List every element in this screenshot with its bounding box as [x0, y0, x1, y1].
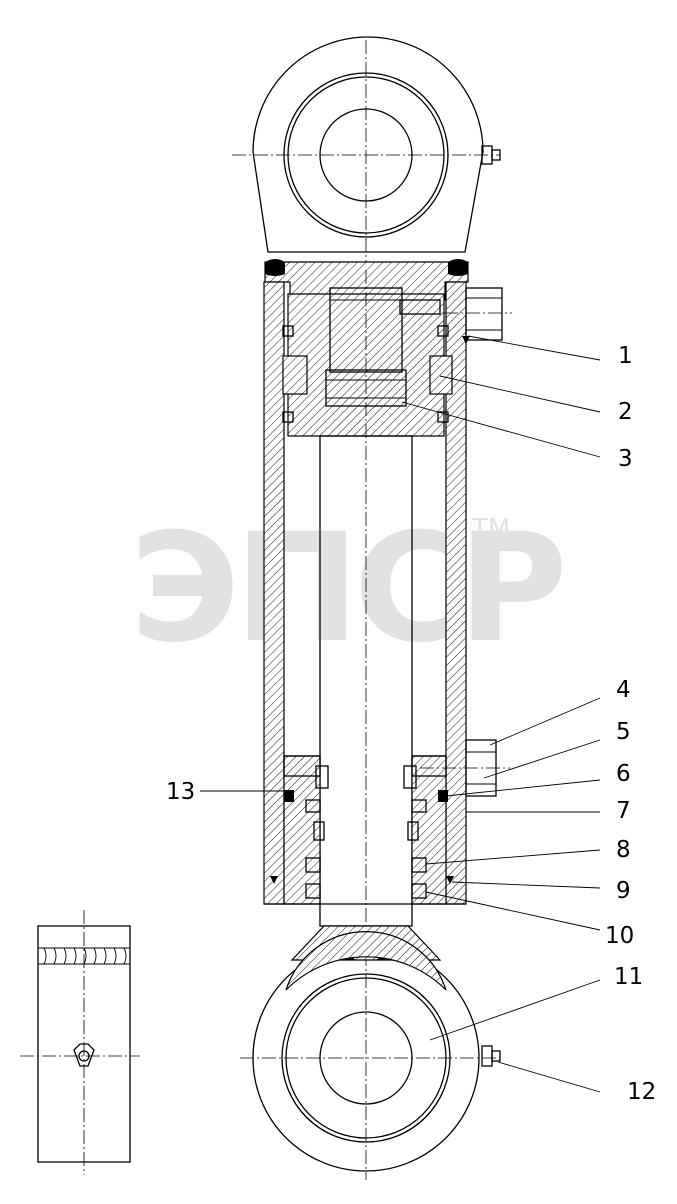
- callout-12: 12: [627, 1079, 656, 1105]
- top-eye: [232, 36, 501, 270]
- bottom-eye: [240, 925, 501, 1172]
- lower-port: [420, 739, 510, 797]
- callout-8: 8: [616, 837, 631, 863]
- callout-6: 6: [616, 761, 631, 787]
- callout-3: 3: [618, 446, 633, 472]
- piston: [282, 287, 453, 437]
- rod-gland: [264, 755, 466, 905]
- callout-7: 7: [616, 798, 631, 824]
- watermark-tm: TM: [471, 514, 510, 544]
- watermark-text: ЭПСР: [130, 502, 562, 676]
- barrel-left-wall: [263, 281, 285, 905]
- callout-13: 13: [166, 779, 195, 805]
- watermark-logo: ЭПСР TM: [130, 502, 568, 676]
- callout-2: 2: [618, 399, 633, 425]
- callout-10: 10: [605, 923, 634, 949]
- callout-5: 5: [616, 719, 631, 745]
- callout-labels: 1 2 3 4 5 6 7 8 9 10 11 12 13: [166, 343, 656, 1105]
- callout-11: 11: [614, 964, 643, 990]
- eye-side-view: [20, 910, 140, 1175]
- callout-4: 4: [616, 677, 631, 703]
- leader-lines: [200, 335, 601, 1093]
- upper-port: [400, 287, 512, 344]
- callout-9: 9: [616, 878, 631, 904]
- callout-1: 1: [618, 343, 633, 369]
